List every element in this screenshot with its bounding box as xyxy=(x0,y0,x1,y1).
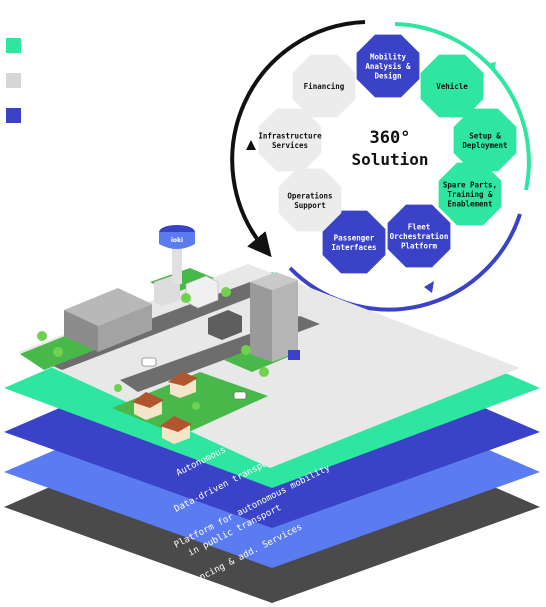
segment-label: Deployment xyxy=(462,141,507,150)
segment-octagon xyxy=(356,34,420,98)
tree xyxy=(259,367,269,377)
ring-arc-black xyxy=(230,20,366,258)
tower-sign: ioki xyxy=(171,237,183,244)
city-illustration: ioki xyxy=(18,225,520,468)
segment-financing: Financing xyxy=(292,54,356,118)
bus-stop xyxy=(288,350,300,360)
house-3-roof xyxy=(168,372,198,386)
tower-building-front xyxy=(250,282,272,362)
segment-label: Passenger xyxy=(334,233,375,242)
segment-octagon xyxy=(278,168,342,232)
solution-center: 360° Solution xyxy=(351,128,428,169)
segment-label: Services xyxy=(272,141,308,150)
shuttle-vehicle xyxy=(141,357,157,367)
tree xyxy=(241,345,251,355)
tree xyxy=(37,331,47,341)
segment-label: Support xyxy=(294,201,326,210)
tower-pole xyxy=(172,244,182,284)
segment-setup-deployment: Setup &Deployment xyxy=(453,108,517,172)
ring-arc-green xyxy=(394,22,531,191)
tower-head xyxy=(159,232,195,249)
segment-octagon xyxy=(322,210,386,274)
segment-label: Operations xyxy=(287,191,332,200)
segment-label: Design xyxy=(374,72,401,81)
tree xyxy=(221,287,231,297)
segment-octagon xyxy=(438,162,502,226)
tower-building-top xyxy=(250,272,298,290)
segment-octagon xyxy=(420,54,484,118)
segment-label: Training & xyxy=(447,190,493,199)
tree xyxy=(114,384,122,392)
segment-label: Orchestration xyxy=(390,232,449,241)
house-2-roof xyxy=(160,416,192,432)
segment-label: Spare Parts, xyxy=(443,181,497,190)
segment-label: Fleet xyxy=(408,223,431,232)
segment-octagon xyxy=(258,108,322,172)
house-1-roof xyxy=(132,392,164,408)
segment-label: Platform xyxy=(401,242,438,251)
car-vehicle xyxy=(233,391,247,400)
center-line-1: 360° xyxy=(370,128,411,148)
segment-label: Enablement xyxy=(447,200,492,209)
block-3 xyxy=(208,310,242,340)
ring-arrow-black xyxy=(246,140,256,150)
segment-label: Interfaces xyxy=(331,243,376,252)
legend-swatch-gray xyxy=(6,73,21,88)
warehouse-roof xyxy=(64,288,152,326)
segment-octagon xyxy=(292,54,356,118)
segment-label: Analysis & xyxy=(365,62,411,71)
tower-building-side xyxy=(272,280,298,362)
legend xyxy=(6,38,21,143)
tree xyxy=(192,402,200,410)
segment-vehicle: Vehicle xyxy=(420,54,484,118)
ring-arrow-blue xyxy=(424,281,434,293)
tree xyxy=(53,347,63,357)
segment-label: Vehicle xyxy=(436,82,468,91)
segment-label: Setup & xyxy=(469,131,501,140)
segment-spare-parts: Spare Parts,Training &Enablement xyxy=(438,162,502,226)
warehouse-side xyxy=(98,304,152,352)
legend-swatch-green xyxy=(6,38,21,53)
segment-label: Mobility xyxy=(370,53,407,62)
warehouse-front xyxy=(64,310,98,352)
ring-arrow-green xyxy=(486,62,496,72)
segment-label: Financing xyxy=(304,82,345,91)
park-grass xyxy=(112,372,268,436)
segment-label: Infrastructure xyxy=(258,131,322,140)
segment-octagon xyxy=(453,108,517,172)
tree xyxy=(181,293,191,303)
segment-octagon xyxy=(387,204,451,268)
legend-swatch-blue xyxy=(6,108,21,123)
center-line-2: Solution xyxy=(351,150,428,169)
